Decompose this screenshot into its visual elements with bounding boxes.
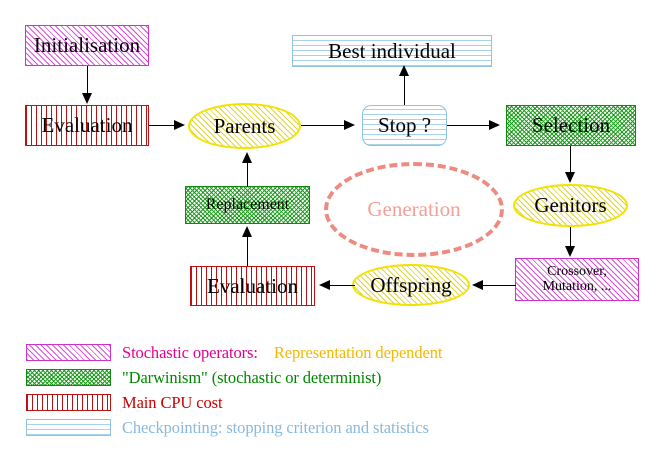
generation-label: Generation — [367, 197, 461, 221]
arrowhead-stop-to-selection — [489, 119, 500, 130]
arrowhead-parents-to-stop — [344, 119, 355, 130]
node-crossover-mutation[interactable]: Crossover, Mutation, ... — [515, 258, 639, 301]
edge-selection-to-genitors — [570, 146, 571, 174]
edge-init-to-evaluation — [87, 66, 88, 95]
node-offspring[interactable]: Offspring — [352, 264, 470, 306]
edge-evaluation-to-replacement — [247, 234, 248, 266]
legend-label-main: "Darwinism" (stochastic or determinist) — [122, 367, 382, 387]
legend-text-checkpointing: Checkpointing: stopping criterion and st… — [122, 418, 429, 438]
node-best-individual[interactable]: Best individual — [292, 35, 492, 67]
edge-replacement-to-parents — [247, 162, 248, 187]
legend-label-secondary: Representation dependent — [273, 342, 443, 362]
edge-stop-to-best-individual — [404, 67, 405, 105]
arrowhead-evaluation-to-parents — [174, 119, 185, 130]
edge-offspring-to-evaluation — [329, 285, 355, 286]
legend-swatch-stochastic-operators — [26, 344, 111, 361]
legend-label-main: Stochastic operators: — [122, 342, 258, 362]
legend-text-darwinism: "Darwinism" (stochastic or determinist) — [122, 368, 381, 388]
legend-row: "Darwinism" (stochastic or determinist) — [0, 365, 662, 390]
edge-evaluation-to-parents — [149, 125, 177, 126]
legend-label-main: Main CPU cost — [122, 392, 223, 412]
node-selection[interactable]: Selection — [506, 105, 636, 146]
node-evaluation-bottom[interactable]: Evaluation — [190, 266, 315, 306]
legend-label-main: Checkpointing: stopping criterion and st… — [122, 417, 429, 437]
edge-genitors-to-crossover — [570, 227, 571, 247]
legend-swatch-checkpointing — [26, 419, 111, 436]
node-evaluation-top[interactable]: Evaluation — [25, 105, 149, 146]
arrowhead-genitors-to-crossover — [564, 246, 575, 257]
node-genitors[interactable]: Genitors — [513, 184, 628, 227]
edge-crossover-to-offspring — [482, 285, 516, 286]
arrowhead-evaluation-to-replacement — [241, 226, 252, 237]
legend: Stochastic operators: Representation depe… — [0, 340, 662, 440]
node-stop-condition[interactable]: Stop ? — [362, 105, 447, 146]
node-parents[interactable]: Parents — [188, 103, 301, 149]
arrowhead-init-to-evaluation — [81, 93, 92, 104]
edge-stop-to-selection — [447, 125, 490, 126]
arrowhead-replacement-to-parents — [241, 152, 252, 163]
legend-text-stochastic-operators: Stochastic operators: Representation depe… — [122, 343, 442, 363]
legend-text-main-cpu-cost: Main CPU cost — [122, 392, 223, 413]
node-generation-cycle: Generation — [324, 162, 504, 257]
node-replacement[interactable]: Replacement — [185, 186, 310, 224]
node-initialisation[interactable]: Initialisation — [25, 25, 149, 66]
legend-row: Checkpointing: stopping criterion and st… — [0, 415, 662, 440]
legend-row: Stochastic operators: Representation depe… — [0, 340, 662, 365]
legend-swatch-main-cpu-cost — [26, 394, 111, 411]
edge-parents-to-stop — [301, 125, 345, 126]
legend-row: Main CPU cost — [0, 390, 662, 415]
arrowhead-crossover-to-offspring — [472, 279, 483, 290]
legend-swatch-darwinism — [26, 369, 111, 386]
arrowhead-selection-to-genitors — [564, 172, 575, 183]
arrowhead-stop-to-best-individual — [398, 65, 409, 76]
arrowhead-offspring-to-evaluation — [319, 279, 330, 290]
